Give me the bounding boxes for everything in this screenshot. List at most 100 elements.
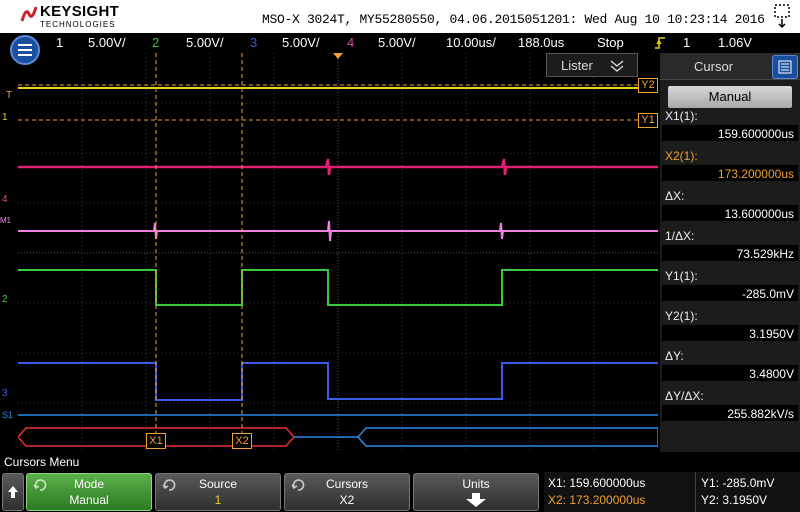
slope-value: 255.882kV/s <box>727 407 794 421</box>
mode-softkey-value: Manual <box>69 493 109 507</box>
ch3-number[interactable]: 3 <box>250 35 258 50</box>
back-button[interactable] <box>2 473 24 511</box>
delta-x-label: ΔX: <box>665 189 685 203</box>
cursor-mode-button[interactable]: Manual <box>668 86 792 108</box>
x2-value: 173.200000us <box>717 167 794 181</box>
source-softkey-value: 1 <box>214 493 222 507</box>
units-softkey-label: Units <box>462 477 490 491</box>
cursor-panel-title: Cursor <box>694 59 734 74</box>
ch1-number[interactable]: 1 <box>56 35 64 50</box>
inv-delta-x-label: 1/ΔX: <box>665 229 695 243</box>
ch1-scale[interactable]: 5.00V/ <box>88 35 126 50</box>
inv-delta-x-value-box <box>662 245 798 261</box>
cursors-softkey-value: X2 <box>339 493 355 507</box>
readout-y1: Y1: -285.0mV <box>701 476 775 490</box>
x1-value: 159.600000us <box>717 127 794 141</box>
x1-cursor-label[interactable]: X1 <box>146 433 166 449</box>
y2-value: 3.1950V <box>749 327 794 341</box>
timebase-delay[interactable]: 188.0us <box>518 35 565 50</box>
status-bar: 1 5.00V/ 2 5.00V/ 3 5.00V/ 4 5.00V/ 10.0… <box>0 33 800 53</box>
delta-y-value-box <box>662 365 798 381</box>
trigger-edge-icon <box>655 37 665 49</box>
waveform-display[interactable]: X1 X2 Y2 Y1 Lister <box>18 53 658 452</box>
panel-menu-button[interactable] <box>772 55 798 79</box>
instrument-title: MSO-X 3024T, MY55280550, 04.06.201505120… <box>262 12 765 27</box>
title-bar: KEYSIGHT TECHNOLOGIES MSO-X 3024T, MY552… <box>0 0 800 33</box>
ch2-scale[interactable]: 5.00V/ <box>186 35 224 50</box>
y1-label: Y1(1): <box>665 269 698 283</box>
ch2-ground-marker[interactable]: 2 <box>2 294 8 305</box>
readout-y2: Y2: 3.1950V <box>701 493 768 507</box>
slope-value-box <box>662 405 798 421</box>
mode-softkey[interactable]: Mode Manual <box>26 473 152 511</box>
cursor-panel: Cursor Manual X1(1): 159.600000us X2(1):… <box>660 53 800 452</box>
menu-circle-icon <box>18 44 32 56</box>
y1-value-box <box>662 285 798 301</box>
y1-cursor-label[interactable]: Y1 <box>638 113 658 128</box>
softkey-menu-title: Cursors Menu <box>4 455 80 469</box>
ch4-trace <box>18 158 658 176</box>
cursors-softkey[interactable]: Cursors X2 <box>284 473 410 511</box>
serial-marker[interactable]: S1 <box>2 410 14 420</box>
up-arrow-icon <box>8 486 18 498</box>
bus-frame-blue <box>356 427 658 447</box>
delta-y-label: ΔY: <box>665 349 684 363</box>
ch4-number[interactable]: 4 <box>347 35 355 50</box>
slope-label: ΔY/ΔX: <box>665 389 704 403</box>
math-trace <box>18 220 658 242</box>
rotate-knob-icon <box>162 479 176 491</box>
readout-x2: X2: 173.200000us <box>548 493 646 507</box>
run-state[interactable]: Stop <box>597 35 624 50</box>
y2-cursor-label[interactable]: Y2 <box>638 78 658 93</box>
softkey-menu-title-bar: Cursors Menu <box>0 452 800 472</box>
bus-frame-red <box>18 427 296 447</box>
cursor-panel-tab[interactable]: Cursor <box>660 53 800 80</box>
rotate-knob-icon <box>291 479 305 491</box>
keysight-logo-mark-icon <box>20 6 38 22</box>
ch3-ground-marker[interactable]: 3 <box>2 388 8 399</box>
x2-cursor-label[interactable]: X2 <box>232 433 252 449</box>
rotate-knob-icon <box>33 479 47 491</box>
panel-menu-icon <box>778 60 792 74</box>
inv-delta-x-value: 73.529kHz <box>736 247 794 261</box>
trigger-point-marker <box>333 53 343 59</box>
lister-label: Lister <box>561 58 593 73</box>
screen-capture-icon[interactable] <box>772 2 794 30</box>
ch3-trace <box>18 362 658 401</box>
delta-y-value: 3.4800V <box>749 367 794 381</box>
trigger-level-marker[interactable]: T <box>6 90 13 101</box>
cursor-readout: X1: 159.600000us X2: 173.200000us Y1: -2… <box>544 472 800 512</box>
graticule-center <box>18 53 658 452</box>
math-marker[interactable]: M1 <box>0 216 12 225</box>
cursors-softkey-label: Cursors <box>325 477 368 491</box>
y2-value-box <box>662 325 798 341</box>
x1-value-box <box>662 125 798 141</box>
readout-x1: X1: 159.600000us <box>548 476 646 490</box>
main-menu-button[interactable] <box>10 35 40 65</box>
x2-value-box <box>662 165 798 181</box>
delta-x-value: 13.600000us <box>724 207 794 221</box>
units-softkey[interactable]: Units <box>413 473 539 511</box>
ch4-scale[interactable]: 5.00V/ <box>378 35 416 50</box>
x2-label: X2(1): <box>665 149 698 163</box>
y1-value: -285.0mV <box>741 287 794 301</box>
y2-label: Y2(1): <box>665 309 698 323</box>
ch4-ground-marker[interactable]: 4 <box>2 194 8 205</box>
trigger-source[interactable]: 1 <box>683 35 691 50</box>
keysight-logo: KEYSIGHT TECHNOLOGIES <box>18 3 128 31</box>
ch2-number[interactable]: 2 <box>152 35 160 50</box>
delta-x-value-box <box>662 205 798 221</box>
x1-label: X1(1): <box>665 109 698 123</box>
down-arrow-icon <box>466 493 486 507</box>
timebase-scale[interactable]: 10.00us/ <box>446 35 496 50</box>
lister-button[interactable]: Lister <box>546 53 638 77</box>
source-softkey-label: Source <box>198 477 238 491</box>
ch3-scale[interactable]: 5.00V/ <box>282 35 320 50</box>
trigger-level[interactable]: 1.06V <box>718 35 752 50</box>
source-softkey[interactable]: Source 1 <box>155 473 281 511</box>
brand-subtitle: TECHNOLOGIES <box>40 20 116 29</box>
brand-name: KEYSIGHT <box>40 3 120 20</box>
softkey-bar: Mode Manual Source 1 Cursors X2 Units X1… <box>0 472 800 512</box>
waveform-svg <box>18 53 658 452</box>
ch1-ground-marker[interactable]: 1 <box>2 112 8 123</box>
